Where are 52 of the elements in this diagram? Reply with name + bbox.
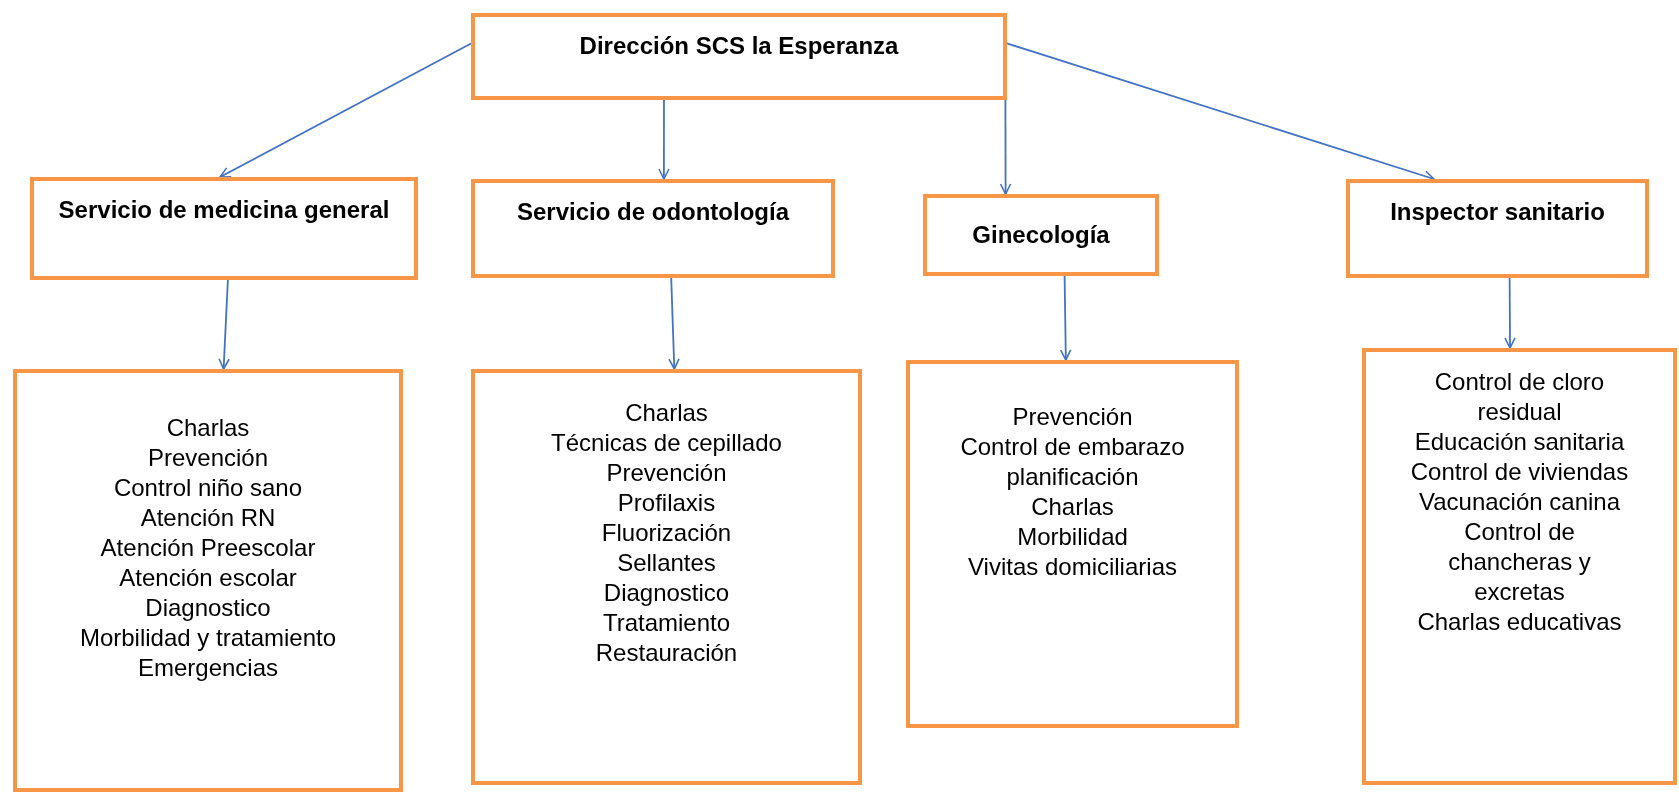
service-item: Sellantes bbox=[617, 548, 716, 578]
service-item: planificación bbox=[1006, 462, 1139, 492]
unit-box bbox=[1346, 179, 1649, 278]
service-item: Restauración bbox=[595, 638, 738, 668]
arrow bbox=[658, 99, 670, 180]
arrow bbox=[219, 42, 472, 178]
service-item: Charlas bbox=[166, 413, 250, 443]
unit-title: Dirección SCS la Esperanza bbox=[579, 31, 899, 61]
arrow bbox=[1006, 42, 1435, 182]
service-item: Control de viviendas bbox=[1410, 457, 1629, 487]
arrow bbox=[218, 279, 230, 370]
service-item: Diagnostico bbox=[145, 593, 271, 623]
service-item: Control de embarazo bbox=[960, 432, 1185, 462]
service-item: Charlas bbox=[625, 398, 708, 428]
arrow bbox=[999, 99, 1012, 195]
unit-title: Servicio de medicina general bbox=[58, 195, 390, 225]
service-list-box bbox=[1362, 348, 1677, 785]
service-item: Prevención bbox=[1012, 402, 1133, 432]
service-item: Control de cloro residual bbox=[1433, 367, 1606, 427]
service-list-box bbox=[13, 369, 403, 792]
service-item: Emergencias bbox=[137, 653, 279, 683]
arrow bbox=[1504, 277, 1516, 349]
unit-box bbox=[923, 194, 1159, 276]
service-item: Prevención bbox=[606, 458, 727, 488]
service-item: Vivitas domiciliarias bbox=[968, 552, 1177, 582]
service-item: Atención Preescolar bbox=[100, 533, 316, 563]
service-item: Diagnostico bbox=[603, 578, 730, 608]
service-item: Charlas educativas bbox=[1417, 607, 1622, 637]
unit-title: Ginecología bbox=[972, 220, 1110, 250]
service-list-box bbox=[471, 369, 862, 785]
service-item: Atención RN bbox=[140, 503, 276, 533]
arrow bbox=[1059, 275, 1072, 361]
unit-box bbox=[471, 13, 1007, 100]
service-item: Vacunación canina bbox=[1418, 487, 1620, 517]
service-item: Técnicas de cepillado bbox=[551, 428, 782, 458]
service-item: Atención escolar bbox=[119, 563, 297, 593]
service-item: Control de chancheras y excretas bbox=[1447, 517, 1592, 607]
service-list-box bbox=[906, 360, 1239, 728]
service-item: Morbilidad bbox=[1017, 522, 1128, 552]
arrow bbox=[668, 277, 680, 370]
service-item: Control niño sano bbox=[113, 473, 303, 503]
service-item: Profilaxis bbox=[617, 488, 716, 518]
service-item: Morbilidad y tratamiento bbox=[79, 623, 337, 653]
unit-title: Inspector sanitario bbox=[1390, 197, 1605, 227]
unit-title: Servicio de odontología bbox=[517, 197, 789, 227]
unit-box bbox=[471, 179, 835, 278]
service-item: Fluorización bbox=[601, 518, 732, 548]
service-item: Tratamiento bbox=[602, 608, 731, 638]
unit-box bbox=[30, 177, 418, 280]
service-item: Charlas bbox=[1031, 492, 1114, 522]
service-item: Prevención bbox=[147, 443, 269, 473]
service-item: Educación sanitaria bbox=[1414, 427, 1625, 457]
